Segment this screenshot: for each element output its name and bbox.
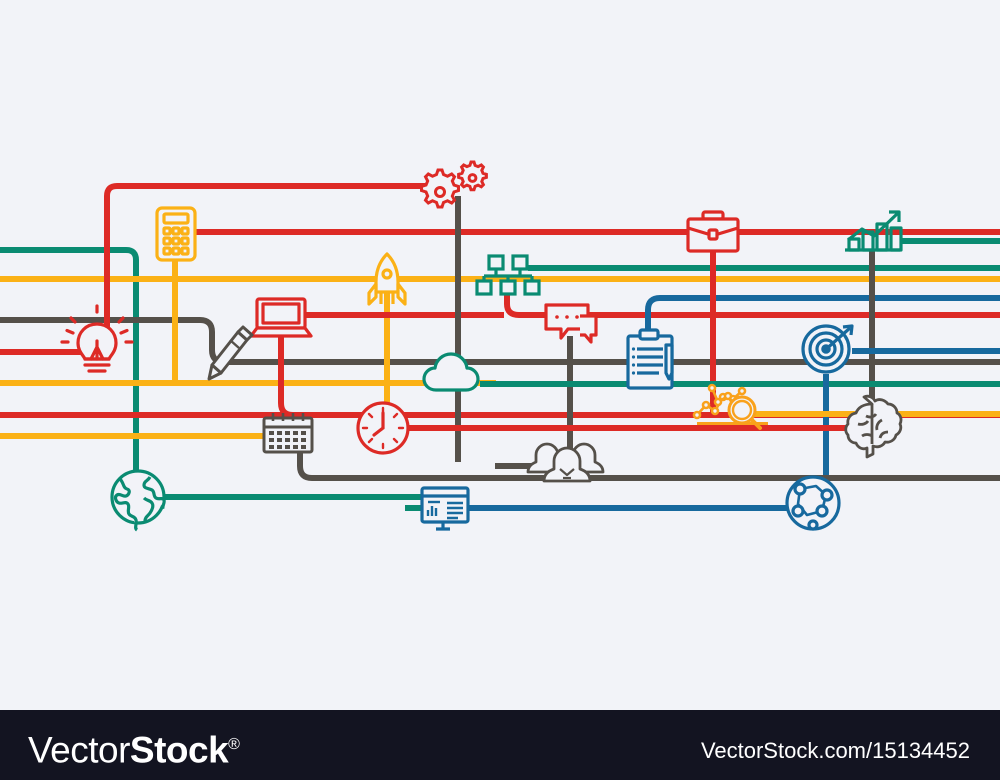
dashboard-monitor-icon[interactable]	[420, 486, 470, 531]
watermark-footer: VectorStock® VectorStock.com/15134452	[0, 710, 1000, 780]
network-tree-icon[interactable]	[475, 254, 541, 296]
gears-icon[interactable]	[420, 160, 488, 209]
logo-text-light: Vector	[28, 729, 130, 771]
laptop-icon[interactable]	[249, 297, 313, 338]
analytics-search-icon[interactable]	[692, 383, 762, 430]
line-gray-calendar-right	[297, 452, 1000, 481]
pen-icon[interactable]	[207, 325, 254, 381]
rocket-icon[interactable]	[367, 252, 407, 308]
line-network-artwork	[0, 0, 1000, 710]
line-teal-left-to-globe	[0, 247, 139, 485]
network-globe-icon[interactable]	[785, 475, 841, 531]
clock-icon[interactable]	[356, 401, 410, 455]
chat-bubbles-icon[interactable]	[544, 303, 598, 344]
clipboard-icon[interactable]	[626, 328, 674, 390]
briefcase-icon[interactable]	[686, 210, 740, 253]
growth-chart-icon[interactable]	[845, 210, 903, 252]
cloud-icon[interactable]	[422, 352, 480, 392]
logo-text-bold: Stock	[129, 729, 229, 771]
logo-registered-mark: ®	[228, 736, 240, 753]
line-red-bulb-to-gears	[104, 183, 446, 345]
line-blue-clipboard-right	[645, 295, 1000, 336]
lightbulb-icon[interactable]	[60, 304, 134, 373]
calendar-icon[interactable]	[262, 413, 314, 454]
watermark-url: VectorStock.com/15134452	[700, 738, 970, 763]
line-red-network-to-right	[504, 294, 1000, 318]
team-icon[interactable]	[526, 442, 605, 483]
artwork-background	[0, 0, 1000, 710]
brain-icon[interactable]	[844, 394, 903, 459]
target-icon[interactable]	[801, 324, 854, 374]
calculator-icon[interactable]	[155, 206, 197, 262]
vectorstock-logo: VectorStock®	[28, 723, 240, 772]
globe-icon[interactable]	[110, 469, 166, 532]
